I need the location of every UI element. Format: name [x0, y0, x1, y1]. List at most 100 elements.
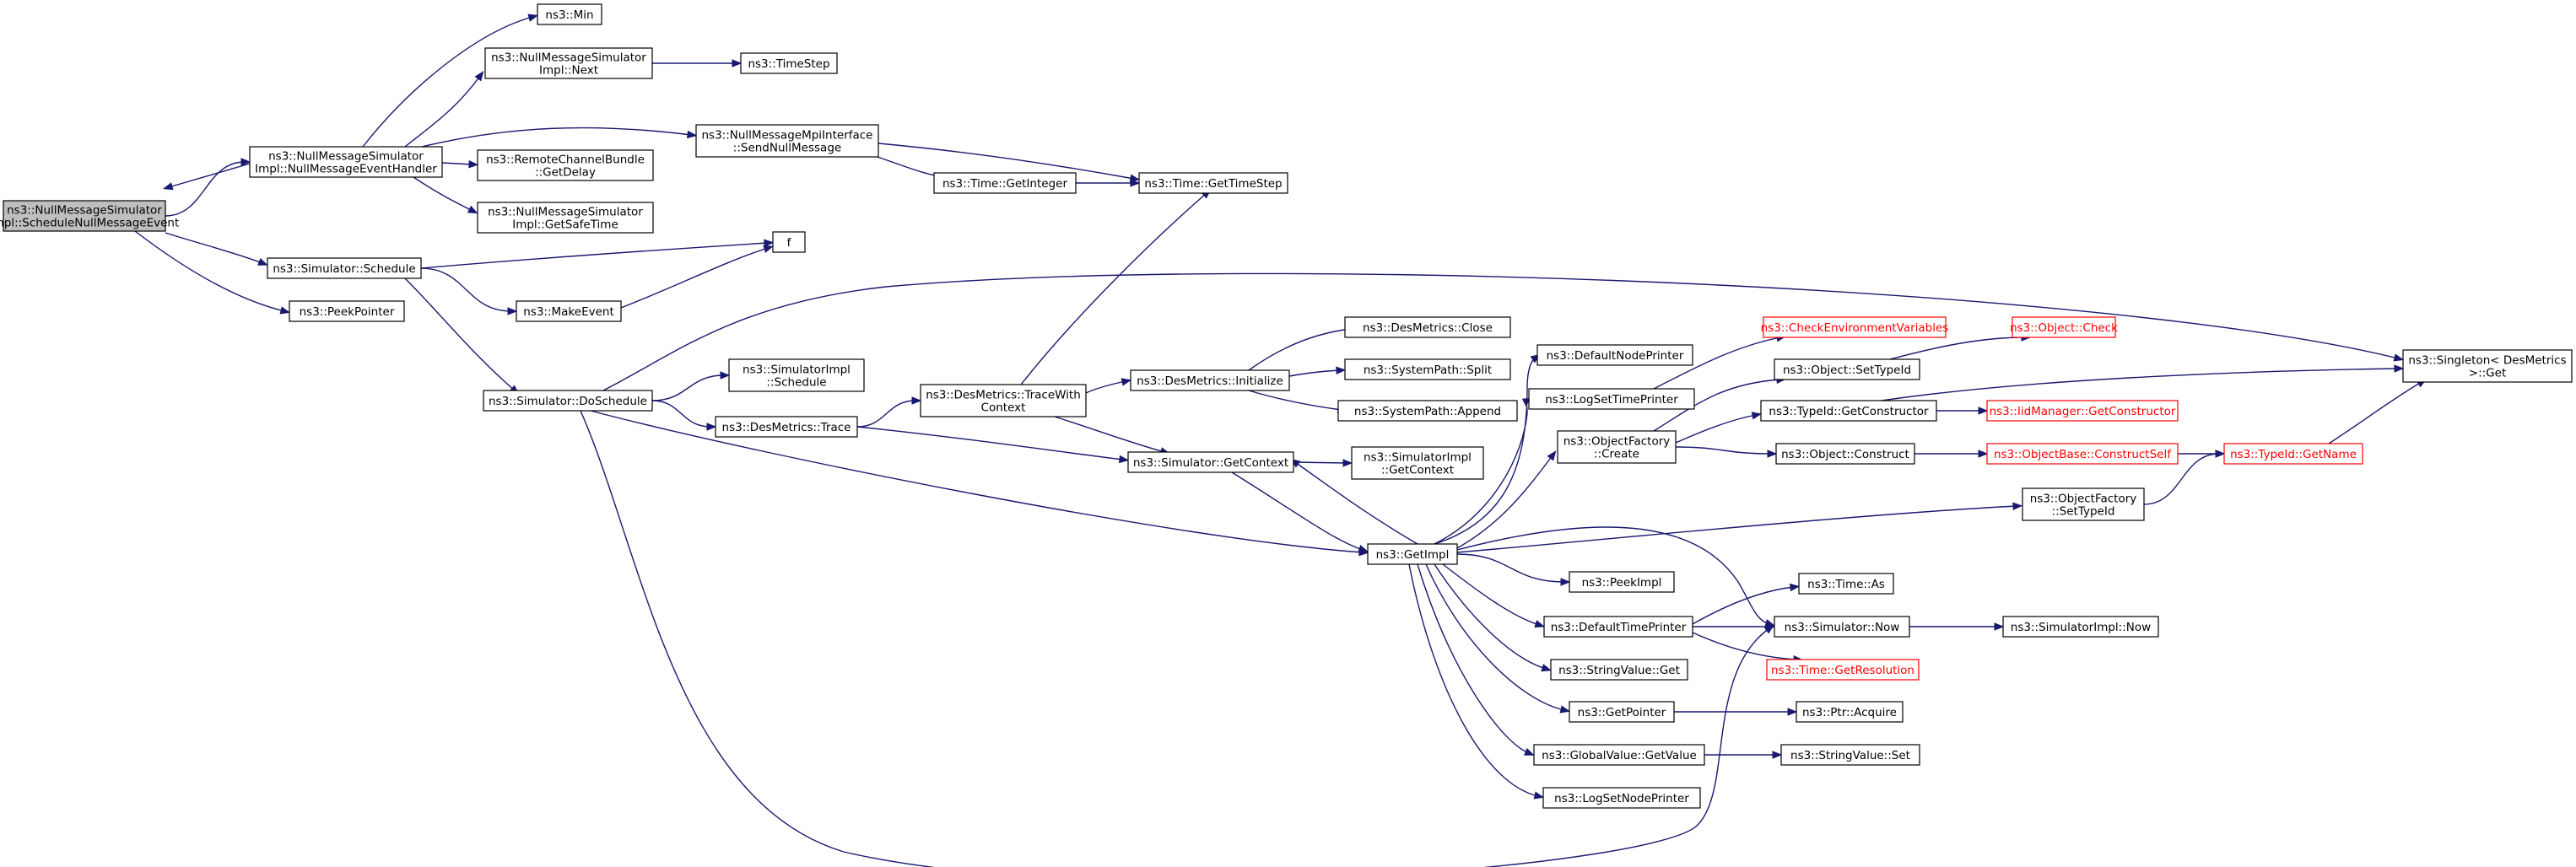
node-deftimeprinter[interactable]: ns3::DefaultTimePrinter	[1543, 616, 1693, 638]
node-box[interactable]	[1775, 443, 1915, 465]
node-box[interactable]	[1798, 573, 1894, 595]
node-objfactorysettypeid[interactable]: ns3::ObjectFactory::SetTypeId	[2022, 487, 2145, 521]
node-typeidgetctor[interactable]: ns3::TypeId::GetConstructor	[1760, 400, 1937, 422]
node-box[interactable]	[1796, 701, 1904, 723]
node-box[interactable]	[1763, 316, 1947, 338]
node-defnodeprinter[interactable]: ns3::DefaultNodePrinter	[1536, 344, 1693, 366]
node-min[interactable]: ns3::Min	[537, 3, 602, 25]
node-box[interactable]	[1344, 316, 1511, 338]
node-desclose[interactable]: ns3::DesMetrics::Close	[1344, 316, 1511, 338]
node-box[interactable]	[1986, 400, 2179, 422]
node-box[interactable]	[1569, 701, 1675, 723]
node-ptracquire[interactable]: ns3::Ptr::Acquire	[1796, 701, 1904, 723]
node-globalgetvalue[interactable]: ns3::GlobalValue::GetValue	[1533, 744, 1705, 766]
node-box[interactable]	[1550, 659, 1688, 681]
node-box[interactable]	[740, 52, 838, 74]
node-logsetnodeprinter[interactable]: ns3::LogSetNodePrinter	[1542, 787, 1701, 809]
node-iidmanager[interactable]: ns3::IidManager::GetConstructor	[1986, 400, 2179, 422]
node-box[interactable]	[477, 202, 654, 234]
node-doschedule[interactable]: ns3::Simulator::DoSchedule	[483, 390, 653, 412]
node-box[interactable]	[477, 149, 654, 181]
node-box[interactable]	[1543, 616, 1693, 638]
node-box[interactable]	[1542, 787, 1701, 809]
node-objsettypeid[interactable]: ns3::Object::SetTypeId	[1774, 358, 1920, 380]
node-box[interactable]	[772, 231, 806, 253]
node-simimplschedule[interactable]: ns3::SimulatorImpl::Schedule	[728, 358, 865, 392]
node-getdelay[interactable]: ns3::RemoteChannelBundle::GetDelay	[477, 149, 654, 181]
node-f[interactable]: f	[772, 231, 806, 253]
node-box[interactable]	[1344, 358, 1511, 380]
node-box[interactable]	[1533, 744, 1705, 766]
node-split[interactable]: ns3::SystemPath::Split	[1344, 358, 1511, 380]
node-getcontext[interactable]: ns3::Simulator::GetContext	[1127, 451, 1294, 473]
node-box[interactable]	[2402, 349, 2573, 383]
node-box[interactable]	[1766, 659, 1920, 681]
node-box[interactable]	[1351, 446, 1484, 480]
node-box[interactable]	[537, 3, 602, 25]
node-box[interactable]	[2223, 443, 2363, 465]
node-timestep[interactable]: ns3::TimeStep	[740, 52, 838, 74]
node-simimplgetcontext[interactable]: ns3::SimulatorImpl::GetContext	[1351, 446, 1484, 480]
node-box[interactable]	[1760, 400, 1937, 422]
node-box[interactable]	[516, 300, 622, 322]
node-logsettimeprinter[interactable]: ns3::LogSetTimePrinter	[1528, 388, 1695, 410]
node-getinteger[interactable]: ns3::Time::GetInteger	[933, 172, 1077, 194]
node-box[interactable]	[715, 416, 858, 438]
node-handler[interactable]: ns3::NullMessageSimulatorImpl::NullMessa…	[249, 146, 443, 178]
node-box[interactable]	[1130, 369, 1290, 391]
node-box[interactable]	[728, 358, 865, 392]
node-peekpointer[interactable]: ns3::PeekPointer	[289, 300, 405, 322]
node-constructself[interactable]: ns3::ObjectBase::ConstructSelf	[1986, 443, 2179, 465]
node-box[interactable]	[1127, 451, 1294, 473]
node-getpointer[interactable]: ns3::GetPointer	[1569, 701, 1675, 723]
node-box[interactable]	[1569, 571, 1675, 593]
node-desinit[interactable]: ns3::DesMetrics::Initialize	[1130, 369, 1290, 391]
node-stringvalueset[interactable]: ns3::StringValue::Set	[1780, 744, 1920, 766]
node-typeidgetname[interactable]: ns3::TypeId::GetName	[2223, 443, 2363, 465]
node-timeas[interactable]: ns3::Time::As	[1798, 573, 1894, 595]
node-objfactorycreate[interactable]: ns3::ObjectFactory::Create	[1557, 430, 1677, 464]
node-box[interactable]	[2022, 487, 2145, 521]
node-box[interactable]	[267, 257, 422, 279]
node-box[interactable]	[1528, 388, 1695, 410]
node-box[interactable]	[3, 200, 166, 232]
node-simimplnow[interactable]: ns3::SimulatorImpl::Now	[2002, 616, 2159, 638]
node-box[interactable]	[920, 384, 1087, 417]
node-getimpl[interactable]: ns3::GetImpl	[1367, 543, 1458, 565]
node-box[interactable]	[483, 390, 653, 412]
node-box[interactable]	[1138, 172, 1288, 194]
node-destrace[interactable]: ns3::DesMetrics::Trace	[715, 416, 858, 438]
node-schedule[interactable]: ns3::Simulator::Schedule	[267, 257, 422, 279]
node-box[interactable]	[2002, 616, 2159, 638]
node-getsafetime[interactable]: ns3::NullMessageSimulatorImpl::GetSafeTi…	[477, 202, 654, 234]
node-box[interactable]	[1774, 358, 1920, 380]
node-sendnull[interactable]: ns3::NullMessageMpiInterface::SendNullMe…	[695, 124, 879, 158]
node-append[interactable]: ns3::SystemPath::Append	[1337, 400, 1518, 422]
node-box[interactable]	[289, 300, 405, 322]
node-checkenv[interactable]: ns3::CheckEnvironmentVariables	[1761, 316, 1949, 338]
node-box[interactable]	[695, 124, 879, 158]
node-objcheck[interactable]: ns3::Object::Check	[2010, 316, 2118, 338]
node-box[interactable]	[1774, 616, 1910, 638]
node-box[interactable]	[2012, 316, 2116, 338]
node-stringvalueget[interactable]: ns3::StringValue::Get	[1550, 659, 1688, 681]
node-box[interactable]	[249, 146, 443, 178]
node-makeevent[interactable]: ns3::MakeEvent	[516, 300, 622, 322]
node-box[interactable]	[1557, 430, 1677, 464]
node-singleton[interactable]: ns3::Singleton< DesMetrics >::Get	[2402, 349, 2573, 383]
node-simnow[interactable]: ns3::Simulator::Now	[1774, 616, 1910, 638]
node-root[interactable]: ns3::NullMessageSimulatorImpl::ScheduleN…	[0, 200, 179, 232]
node-box[interactable]	[1367, 543, 1458, 565]
node-box[interactable]	[1780, 744, 1920, 766]
node-box[interactable]	[1337, 400, 1518, 422]
node-getresolution[interactable]: ns3::Time::GetResolution	[1766, 659, 1920, 681]
node-box[interactable]	[1536, 344, 1693, 366]
node-peekimpl[interactable]: ns3::PeekImpl	[1569, 571, 1675, 593]
node-box[interactable]	[1986, 443, 2179, 465]
node-box[interactable]	[933, 172, 1077, 194]
node-objconstruct[interactable]: ns3::Object::Construct	[1775, 443, 1915, 465]
node-box[interactable]	[484, 47, 653, 79]
node-gettimestep[interactable]: ns3::Time::GetTimeStep	[1138, 172, 1288, 194]
